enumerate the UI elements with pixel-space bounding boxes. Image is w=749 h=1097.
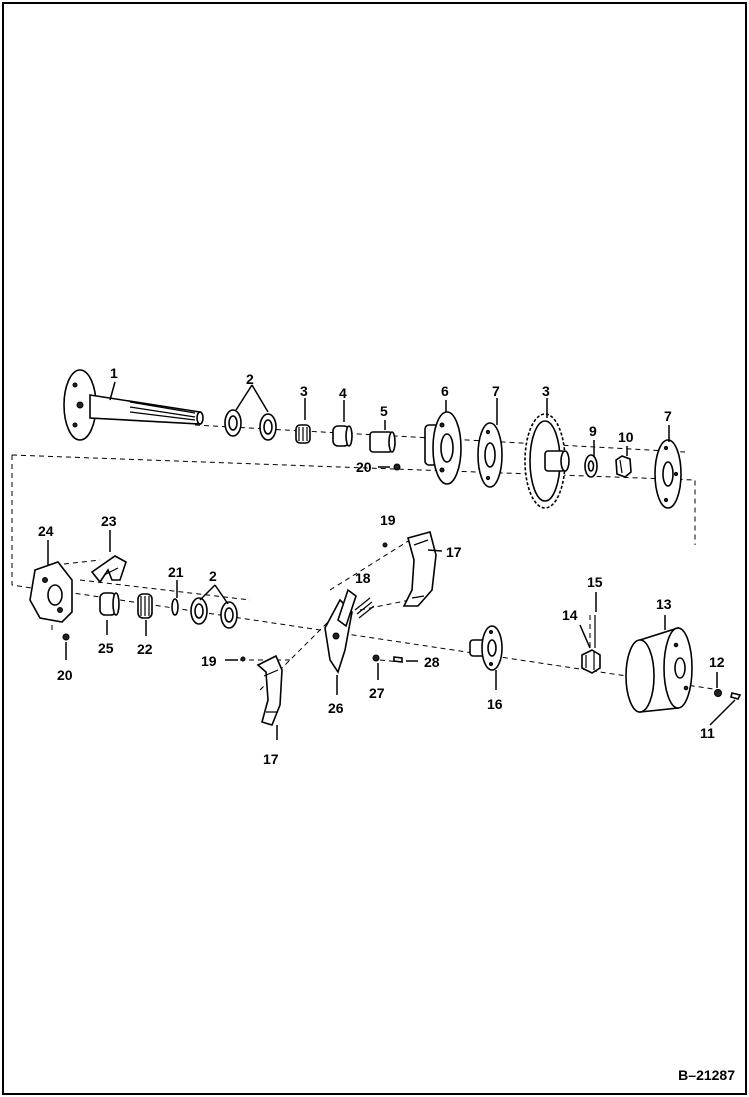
callout-17-upper: 17 (446, 544, 462, 560)
callout-12: 12 (709, 654, 725, 670)
snap-ring-part (171, 598, 179, 616)
callout-3-sprocket: 3 (542, 383, 550, 399)
grease-fitting-lower (62, 633, 70, 641)
callout-11: 11 (700, 725, 715, 741)
brake-shoe-lower (256, 654, 283, 726)
callout-19-upper: 19 (380, 512, 396, 528)
callout-26: 26 (328, 700, 344, 716)
callout-7-left: 7 (492, 383, 500, 399)
callout-27: 27 (369, 685, 385, 701)
callout-16: 16 (487, 696, 503, 712)
callout-4: 4 (339, 385, 347, 401)
figure-reference: B–21287 (678, 1067, 735, 1083)
callout-2-lower: 2 (209, 568, 217, 584)
hub-part (424, 411, 462, 485)
callout-23: 23 (101, 513, 117, 529)
callout-5: 5 (380, 403, 388, 419)
brake-lever-part (324, 588, 357, 674)
callout-24: 24 (38, 523, 54, 539)
lug-washer-part (714, 689, 722, 697)
callout-19-lower: 19 (201, 653, 217, 669)
callout-18: 18 (355, 570, 371, 586)
callout-13: 13 (656, 596, 672, 612)
leader-lines (47, 381, 736, 740)
bearing-cone-part (295, 424, 311, 444)
callout-7-right: 7 (664, 408, 672, 424)
spring-pin-parts (240, 542, 388, 662)
spacer-tube-part (369, 431, 396, 453)
callout-20-lower: 20 (57, 667, 73, 683)
callout-15: 15 (587, 574, 603, 590)
lock-washer-part (372, 654, 380, 662)
callout-9: 9 (589, 423, 597, 439)
gasket-left (477, 422, 503, 488)
callout-labels: 1 2 3 4 5 6 7 3 9 10 7 20 19 17 24 23 21… (38, 365, 725, 767)
yoke-part (90, 555, 127, 584)
seal-pair-upper (224, 409, 277, 441)
callout-17-lower: 17 (263, 751, 279, 767)
bearing-cup-part (332, 425, 353, 447)
callout-1: 1 (110, 365, 118, 381)
axle-shaft-part (63, 369, 204, 441)
callout-22: 22 (137, 641, 153, 657)
seal-pair-lower (190, 597, 238, 629)
castle-nut-part (581, 649, 601, 674)
brake-shoe-upper (402, 531, 437, 607)
lug-bolt-part (730, 692, 742, 700)
washer-part (584, 454, 598, 478)
callout-28: 28 (424, 654, 440, 670)
callout-20-upper: 20 (356, 459, 372, 475)
grease-fitting-upper (393, 463, 401, 471)
callout-10: 10 (618, 429, 634, 445)
callout-21: 21 (168, 564, 184, 580)
brake-housing-part (29, 561, 73, 623)
nut-part (615, 455, 632, 478)
bearing-cone-lower (137, 593, 153, 619)
gasket-right (654, 439, 682, 509)
sprocket-part (524, 413, 570, 509)
drive-flange-part (469, 625, 503, 671)
callout-14: 14 (562, 607, 578, 623)
brake-drum-part (625, 626, 693, 713)
bolt-part-28 (393, 656, 403, 663)
bearing-cup-lower (99, 592, 120, 616)
callout-6: 6 (441, 383, 449, 399)
callout-3-upper: 3 (300, 383, 308, 399)
callout-25: 25 (98, 640, 114, 656)
callout-2-upper: 2 (246, 371, 254, 387)
